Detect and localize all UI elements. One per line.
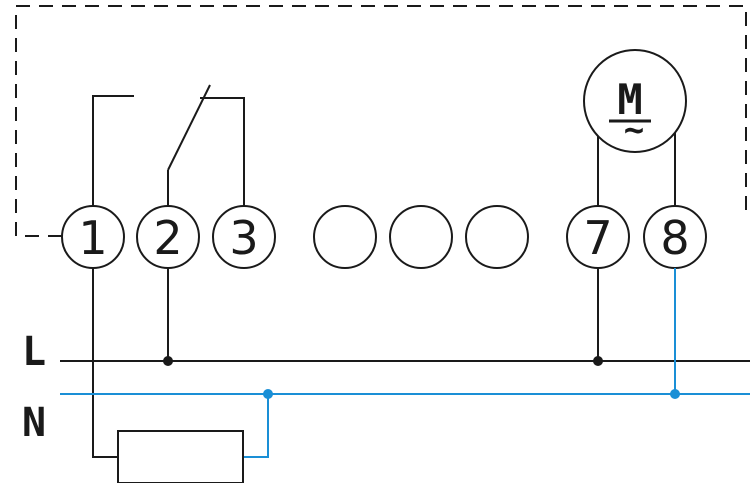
switch-contact	[167, 84, 211, 171]
motor-circle	[583, 49, 687, 153]
terminal-5	[389, 205, 453, 269]
wire-load-to-neutral	[243, 394, 269, 458]
junction-load-neutral	[263, 389, 273, 399]
motor-ac-symbol: ~	[624, 110, 644, 150]
device-enclosure	[15, 5, 747, 237]
terminal-3: 3	[212, 205, 276, 269]
load-resistor	[117, 430, 244, 483]
terminal-8: 8	[643, 205, 707, 269]
terminal-6	[465, 205, 529, 269]
junction-7-live	[593, 356, 603, 366]
wire-1-to-switch	[92, 95, 134, 206]
terminal-2-label: 2	[153, 211, 182, 265]
motor-label: M	[617, 75, 642, 124]
terminal-4	[313, 205, 377, 269]
terminal-7: 7	[566, 205, 630, 269]
motor: M ~	[583, 49, 687, 153]
internal-wiring	[92, 84, 676, 207]
terminal-3-label: 3	[229, 211, 258, 265]
neutral-label: N	[22, 400, 46, 446]
wire-terminal-1-to-load	[92, 268, 118, 458]
terminal-1-label: 1	[78, 211, 107, 265]
external-wiring-neutral	[60, 268, 750, 458]
wire-3-to-switch	[200, 97, 245, 206]
terminal-2: 2	[136, 205, 200, 269]
external-wiring-live	[60, 268, 750, 458]
terminal-1: 1	[61, 205, 125, 269]
terminal-strip: 1 2 3 7 8	[61, 205, 707, 269]
terminal-7-label: 7	[583, 211, 612, 265]
terminal-8-label: 8	[660, 211, 689, 265]
junction-2-live	[163, 356, 173, 366]
junction-8-neutral	[670, 389, 680, 399]
live-label: L	[22, 329, 46, 375]
